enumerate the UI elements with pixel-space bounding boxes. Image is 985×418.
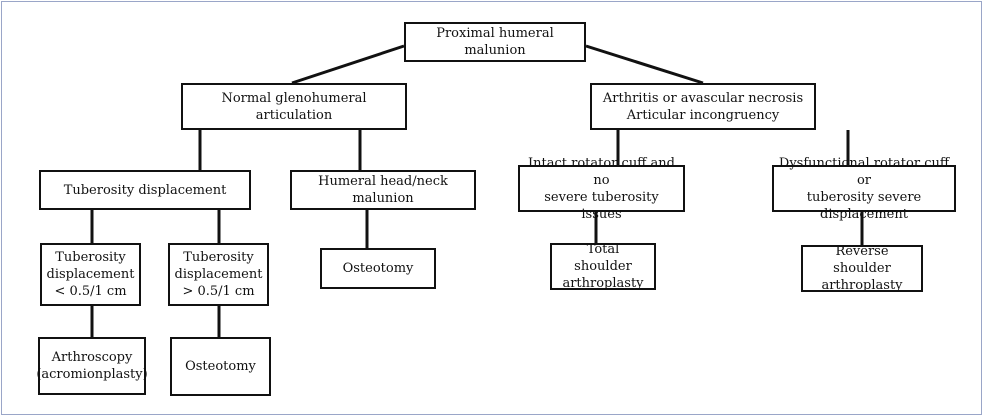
node-dysfunctional-rotator-cuff: Dysfunctional rotator cuff or tuberosity… bbox=[772, 156, 956, 222]
node-arthroscopy-acromionplasty: Arthroscopy (acromionplasty) bbox=[36, 337, 148, 395]
node-normal-glenohumeral-articulation: Normal glenohumeral articulation bbox=[181, 83, 407, 130]
node-osteotomy-tuberosity: Osteotomy bbox=[170, 337, 271, 396]
node-tuberosity-displacement: Tuberosity displacement bbox=[39, 170, 251, 210]
node-total-shoulder-arthroplasty: Total shoulder arthroplasty bbox=[550, 242, 656, 291]
node-humeral-head-neck-malunion: Humeral head/neck malunion bbox=[290, 170, 476, 210]
link-root-normal bbox=[291, 44, 405, 85]
node-reverse-shoulder-arthroplasty: Reverse shoulder arthroplasty bbox=[801, 244, 923, 293]
node-osteotomy-headneck: Osteotomy bbox=[320, 248, 436, 289]
link-root-arthritis bbox=[585, 44, 704, 85]
node-tuberosity-displacement-large: Tuberosity displacement > 0.5/1 cm bbox=[168, 243, 269, 306]
node-tuberosity-displacement-small: Tuberosity displacement < 0.5/1 cm bbox=[40, 243, 141, 306]
node-proximal-humeral-malunion: Proximal humeral malunion bbox=[404, 22, 586, 62]
node-intact-rotator-cuff: Intact rotator cuff and no severe tubero… bbox=[518, 156, 685, 222]
node-arthritis-avascular-necrosis: Arthritis or avascular necrosis Articula… bbox=[590, 83, 816, 130]
